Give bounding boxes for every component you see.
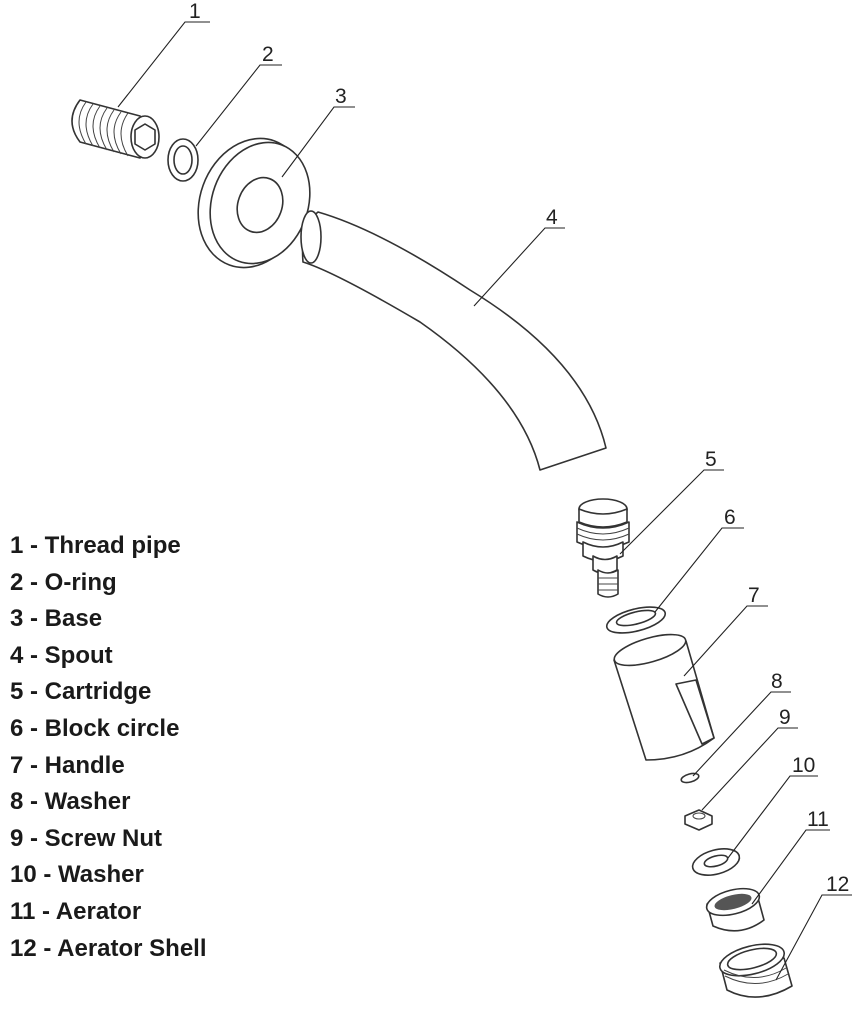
legend-item-aerator: 11 - Aerator	[10, 897, 142, 925]
leader-line-9	[701, 727, 798, 811]
leader-line-11	[751, 829, 830, 905]
washer-part-10	[691, 848, 741, 876]
callout-8: 8	[771, 670, 783, 693]
leader-line-6	[654, 527, 744, 613]
legend-item-screw-nut: 9 - Screw Nut	[10, 824, 163, 852]
callout-11: 11	[807, 808, 829, 831]
leader-lines	[117, 21, 852, 981]
callout-6: 6	[724, 506, 736, 529]
o-ring-part	[167, 138, 199, 182]
callout-3: 3	[335, 85, 347, 108]
legend-item-cartridge: 5 - Cartridge	[10, 678, 152, 706]
callout-12: 12	[826, 873, 849, 896]
thread-pipe-part	[71, 99, 160, 159]
leader-line-8	[692, 691, 791, 777]
leader-line-2	[195, 64, 282, 147]
callout-9: 9	[779, 706, 791, 729]
leader-line-10	[727, 775, 818, 859]
leader-line-5	[619, 469, 724, 555]
legend-item-washer-8: 8 - Washer	[10, 788, 131, 816]
callout-4: 4	[546, 206, 558, 229]
leader-line-4	[473, 227, 565, 307]
legend-item-block-circle: 6 - Block circle	[10, 714, 180, 742]
callout-7: 7	[748, 584, 760, 607]
leader-line-3	[281, 106, 355, 178]
block-circle-part	[605, 606, 667, 634]
screw-nut-part	[684, 809, 713, 831]
callout-1: 1	[189, 0, 201, 23]
legend-item-handle: 7 - Handle	[10, 751, 125, 779]
leader-line-1	[117, 21, 210, 108]
callout-2: 2	[262, 43, 274, 66]
legend-item-o-ring: 2 - O-ring	[10, 568, 117, 596]
washer-part-8	[680, 772, 700, 784]
callout-5: 5	[705, 448, 717, 471]
aerator-part	[705, 887, 765, 932]
legend-item-spout: 4 - Spout	[10, 641, 113, 669]
leader-line-12	[775, 894, 852, 981]
callout-numbers: 1 2 3 4 5 6 7 8 9 10 11 12	[189, 0, 849, 896]
aerator-shell-part	[719, 943, 793, 998]
legend-item-thread-pipe: 1 - Thread pipe	[10, 532, 181, 559]
handle-part	[613, 633, 715, 761]
leader-line-7	[683, 605, 768, 677]
legend-item-base: 3 - Base	[10, 605, 103, 633]
parts-legend: 1 - Thread pipe 2 - O-ring 3 - Base 4 - …	[10, 528, 207, 967]
spout-part	[300, 210, 607, 471]
legend-item-aerator-shell: 12 - Aerator Shell	[10, 934, 207, 962]
callout-10: 10	[792, 754, 815, 777]
legend-item-washer-10: 10 - Washer	[10, 861, 144, 889]
cartridge-part	[576, 498, 630, 598]
